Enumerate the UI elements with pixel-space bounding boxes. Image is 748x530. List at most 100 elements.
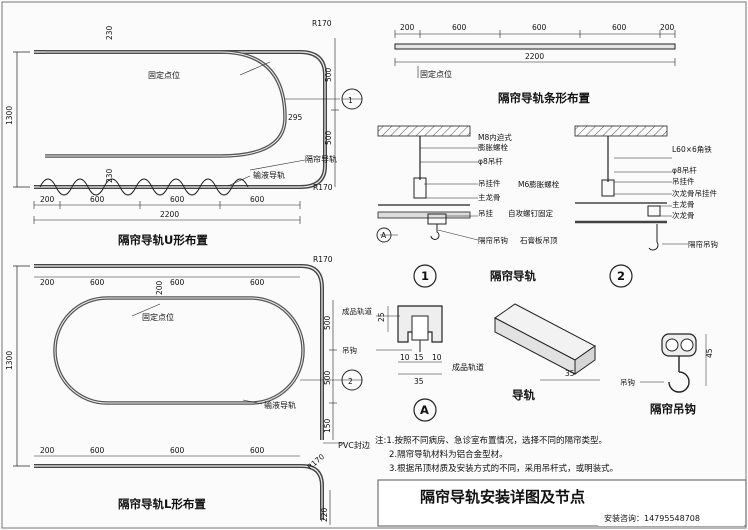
l-layout-title: 隔帘导轨L形布置 [118,497,206,511]
u-height-dim: 1300 [5,106,14,125]
detail-2-drawing [574,125,688,288]
detail-2-label-7: 隔帘吊钩 [688,239,718,249]
u-fixed-point-label: 固定点位 [148,70,180,80]
sheet-title: 隔帘导轨安装详图及节点 [420,488,585,506]
l-dim-220: 220 [320,507,329,522]
u-layout-title: 隔帘导轨U形布置 [118,233,208,247]
hook-dim: 45 [705,348,714,358]
detail-2-label-4: 主龙骨 [672,199,695,209]
u-dim-500-b: 500 [324,130,333,145]
l-dim-side-500-a: 500 [323,315,332,330]
detail-2-label-2: 吊挂件 [672,176,695,186]
note-3: 3.根据吊顶材质及安装方式的不同，采用吊杆式，或明装式。 [389,463,618,474]
detail-2-label-1: φ8吊杆 [672,165,697,175]
rail-section-title: 隔帘导轨 [490,269,536,283]
detail-1-label-7: 隔帘吊钩 [478,235,508,245]
l-bottom-track [34,464,324,520]
detail-2-text: L60×6角铁 φ8吊杆 吊挂件 次龙骨吊挂件 主龙骨 次龙骨 M6膨胀螺栓 隔… [518,144,718,283]
detail-1-slab [377,125,471,137]
detail-1-label-8: 石膏板吊顶 [520,235,558,245]
detail-1-hook [430,224,440,240]
u-dim-r170-bottom: R170 [313,183,333,192]
strip-layout-drawing [394,30,676,78]
l-dim-r170-top: R170 [313,255,333,264]
l-dim-top-600-a: 600 [90,278,105,287]
l-top-track [34,264,324,440]
u-outer-track-inner [34,51,326,188]
section-a-drawing [376,305,443,422]
l-callout-number: 2 [348,377,353,386]
l-dim-top-200-b: 200 [155,280,164,295]
hook-sub: 吊钩 [620,377,635,387]
strip-layout-text: 200 600 600 600 200 2200 固定点位 隔帘导轨条形布置 [400,23,675,105]
strip-fixed-point: 固定点位 [420,69,452,79]
strip-dim-600-c: 600 [612,23,627,32]
detail-1-label-0: M8内迫式 [478,132,512,142]
u-layout-drawing [13,38,363,224]
detail-2-label-5: 次龙骨 [672,210,695,220]
note-1: 注:1.按照不同病房、急诊室布置情况，选择不同的隔帘类型。 [375,435,607,446]
l-dim-bottom-600-a: 600 [90,446,105,455]
u-dim-230-bottom: 230 [105,168,114,183]
section-a-dim-15: 15 [414,353,424,362]
rail-3d-sub: 成品轨道 [452,362,484,372]
u-callout-number: 1 [348,96,353,105]
strip-track [394,43,676,50]
l-dim-bottom-600-c: 600 [250,446,265,455]
l-layout-drawing [13,264,363,525]
l-dim-bottom-200: 200 [40,446,55,455]
hook-drawing [640,333,707,393]
l-curtain-label: 输液导轨 [264,400,296,410]
detail-1-callout-a [376,227,392,243]
hook-label: 隔帘吊钩 [650,402,696,416]
detail-1-number-circle [413,264,437,288]
notes: 注:1.按照不同病房、急诊室布置情况，选择不同的隔帘类型。 2.隔帘导轨材料为铝… [375,435,618,474]
strip-dim-200-a: 200 [400,23,415,32]
l-pvc-label: PVC封边 [338,440,370,450]
rail-3d-dim: 35 [565,369,575,378]
section-a-text: 成品轨道 吊钩 25 10 15 10 35 A [342,306,442,417]
u-dim-600-a: 600 [90,195,105,204]
l-dim-bottom-600-b: 600 [170,446,185,455]
strip-dim-200-b: 200 [660,23,675,32]
detail-2-label-3: 次龙骨吊挂件 [672,188,717,198]
u-dim-500-a: 500 [324,67,333,82]
detail-1-number: 1 [421,269,429,283]
section-a-dim-10b: 10 [432,353,442,362]
strip-dim-600-a: 600 [452,23,467,32]
section-a-dim-35: 35 [414,377,424,386]
l-height-dim: 1300 [5,351,14,370]
l-dim-top-600-c: 600 [250,278,265,287]
u-dim-600-b: 600 [170,195,185,204]
u-curtain-wave [39,178,249,196]
l-oval-track [53,296,305,405]
detail-2-label-0: L60×6角铁 [672,144,712,154]
l-dim-side-500-b: 500 [323,370,332,385]
rail-3d-drawing [494,303,600,381]
strip-dim-600-b: 600 [532,23,547,32]
l-dim-top-600-b: 600 [170,278,185,287]
u-curtain-label: 输液导轨 [253,170,285,180]
l-layout-text: 1300 200 600 200 600 600 R170 500 500 15… [5,255,370,522]
note-2: 2.隔帘导轨材料为铝合金型材。 [389,449,508,460]
detail-2-slab [574,125,668,137]
l-fixed-point-label: 固定点位 [142,312,174,322]
contact-text: 安装咨询：14795548708 [604,513,700,523]
detail-2-label-6: M6膨胀螺栓 [518,179,560,189]
detail-1-label-2: φ8吊杆 [478,156,503,166]
u-inner-track-inner [45,51,286,157]
u-dim-200: 200 [40,195,55,204]
u-layout-text: 1300 230 R170 500 500 295 230 R170 200 6… [5,19,353,247]
u-total-dim: 2200 [160,210,179,219]
rail-3d-text: 成品轨道 35 导轨 [452,362,575,402]
detail-2-number: 2 [617,269,625,283]
detail-1-label-4: 主龙骨 [478,192,501,202]
section-a-label-0: 成品轨道 [342,306,372,316]
u-track-label: 隔帘导轨 [305,154,337,164]
detail-1-hanger [413,177,427,199]
section-a-dim-25: 25 [377,312,386,322]
u-dim-600-c: 600 [250,195,265,204]
